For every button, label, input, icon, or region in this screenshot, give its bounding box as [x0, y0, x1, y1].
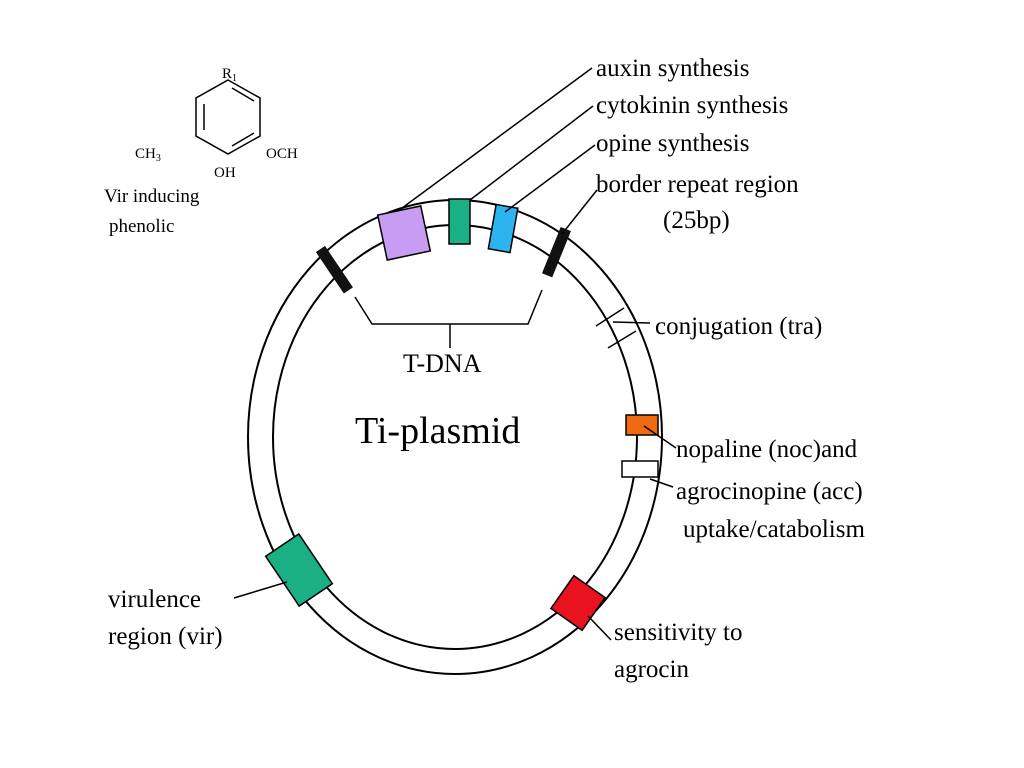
virulence-segment: [264, 532, 334, 608]
opine-label: opine synthesis: [596, 130, 749, 157]
cytokinin-segment: [448, 198, 471, 245]
leader-lines: [233, 67, 677, 641]
tdna-label: T-DNA: [403, 349, 482, 378]
virulence-label-line1: virulence: [108, 586, 201, 613]
sensitivity-leader: [587, 615, 612, 641]
auxin-segment: [376, 205, 432, 261]
agrocinopine-label: agrocinopine (acc): [676, 478, 863, 505]
cytokinin-label: cytokinin synthesis: [596, 92, 788, 119]
auxin-leader: [397, 67, 593, 212]
phenolic-structure: [195, 79, 261, 155]
phenolic-caption-line2: phenolic: [109, 216, 174, 237]
opine-leader: [504, 144, 596, 213]
r-group-label: R1: [222, 66, 237, 84]
sensitivity-label-line1: sensitivity to: [614, 619, 742, 646]
och-label: OCH: [266, 146, 298, 162]
ch3-label: CH3: [135, 146, 161, 164]
uptake-label: uptake/catabolism: [683, 516, 865, 543]
virulence-label-line2: region (vir): [108, 623, 223, 650]
nopaline-leader: [643, 425, 677, 449]
tdna-bracket: [354, 289, 543, 348]
virulence-leader: [233, 581, 288, 599]
conjugation-tick-2: [607, 330, 637, 349]
conjugation-leader: [612, 321, 651, 324]
border-label-line2: (25bp): [663, 207, 730, 234]
border-leader: [561, 189, 598, 235]
conjugation-label: conjugation (tra): [655, 313, 822, 340]
auxin-label: auxin synthesis: [596, 55, 749, 82]
phenolic-caption-line1: Vir inducing: [104, 186, 200, 207]
border-label-line1: border repeat region: [596, 171, 799, 198]
border-repeat-left: [315, 245, 353, 294]
sensitivity-segment: [549, 574, 607, 632]
border-repeat-right: [541, 226, 571, 278]
nopaline-label: nopaline (noc)and: [676, 436, 858, 463]
sensitivity-label-line2: agrocin: [614, 656, 689, 683]
opine-segment: [487, 203, 519, 254]
benzene-ring-icon: [195, 79, 261, 155]
conjugation-tick-1: [595, 307, 625, 327]
agrocinopine-segment: [621, 460, 659, 478]
plasmid-segments: [264, 198, 659, 632]
agrocinopine-leader: [649, 478, 674, 488]
labels: Ti-plasmid T-DNA auxin synthesis cytokin…: [104, 55, 865, 683]
oh-label: OH: [214, 165, 236, 181]
cytokinin-leader: [469, 105, 594, 201]
plasmid-title: Ti-plasmid: [355, 410, 520, 452]
